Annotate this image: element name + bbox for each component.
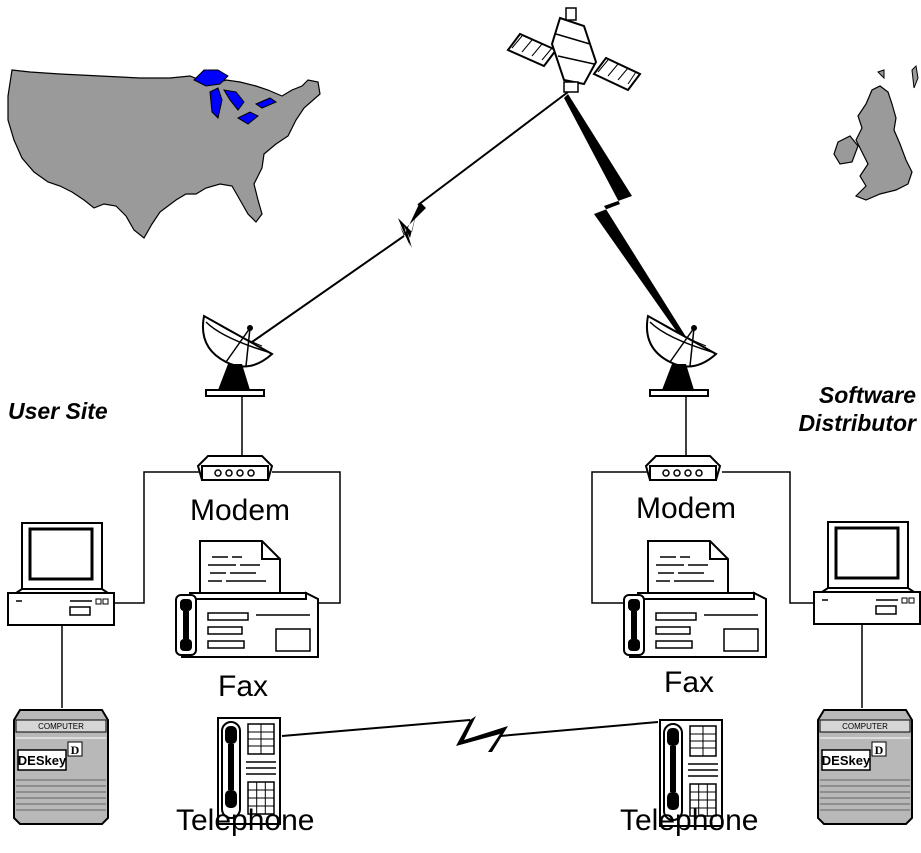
svg-text:DESkey: DESkey <box>18 753 67 768</box>
software-distributor-label-line2: Distributor <box>798 410 916 436</box>
svg-text:COMPUTER: COMPUTER <box>38 722 84 731</box>
satellite-link-left <box>251 91 569 343</box>
wiring-right <box>591 396 863 708</box>
satellite-icon <box>506 7 642 93</box>
usa-map <box>7 69 321 239</box>
deskey-right-icon: COMPUTER D DESkey <box>817 709 913 825</box>
user-site-label: User Site <box>8 398 108 424</box>
satellite-dish-left-icon <box>201 315 273 397</box>
svg-text:D: D <box>875 743 884 757</box>
wiring-left <box>61 396 341 708</box>
modem-right-icon <box>645 455 721 481</box>
telephone-link <box>281 716 659 752</box>
fax-right-label: Fax <box>664 666 715 699</box>
telephone-right-label: Telephone <box>620 804 759 837</box>
fax-right-icon <box>623 540 767 658</box>
computer-distributor-icon <box>812 520 921 626</box>
computer-user-site-icon <box>6 521 116 627</box>
satellite-dish-right-icon <box>645 315 717 397</box>
fax-left-icon <box>175 540 319 658</box>
deskey-left-icon: COMPUTER D DESkey <box>13 709 109 825</box>
telephone-left-label: Telephone <box>176 804 315 837</box>
fax-left-label: Fax <box>218 670 269 703</box>
svg-text:COMPUTER: COMPUTER <box>842 722 888 731</box>
software-distributor-label-line1: Software <box>818 382 916 408</box>
uk-map <box>833 64 919 201</box>
modem-right-label: Modem <box>636 492 737 525</box>
svg-text:D: D <box>71 743 80 757</box>
modem-left-label: Modem <box>190 494 291 527</box>
modem-left-icon <box>197 455 273 481</box>
satellite-link-right <box>564 94 688 342</box>
svg-text:DESkey: DESkey <box>822 753 871 768</box>
